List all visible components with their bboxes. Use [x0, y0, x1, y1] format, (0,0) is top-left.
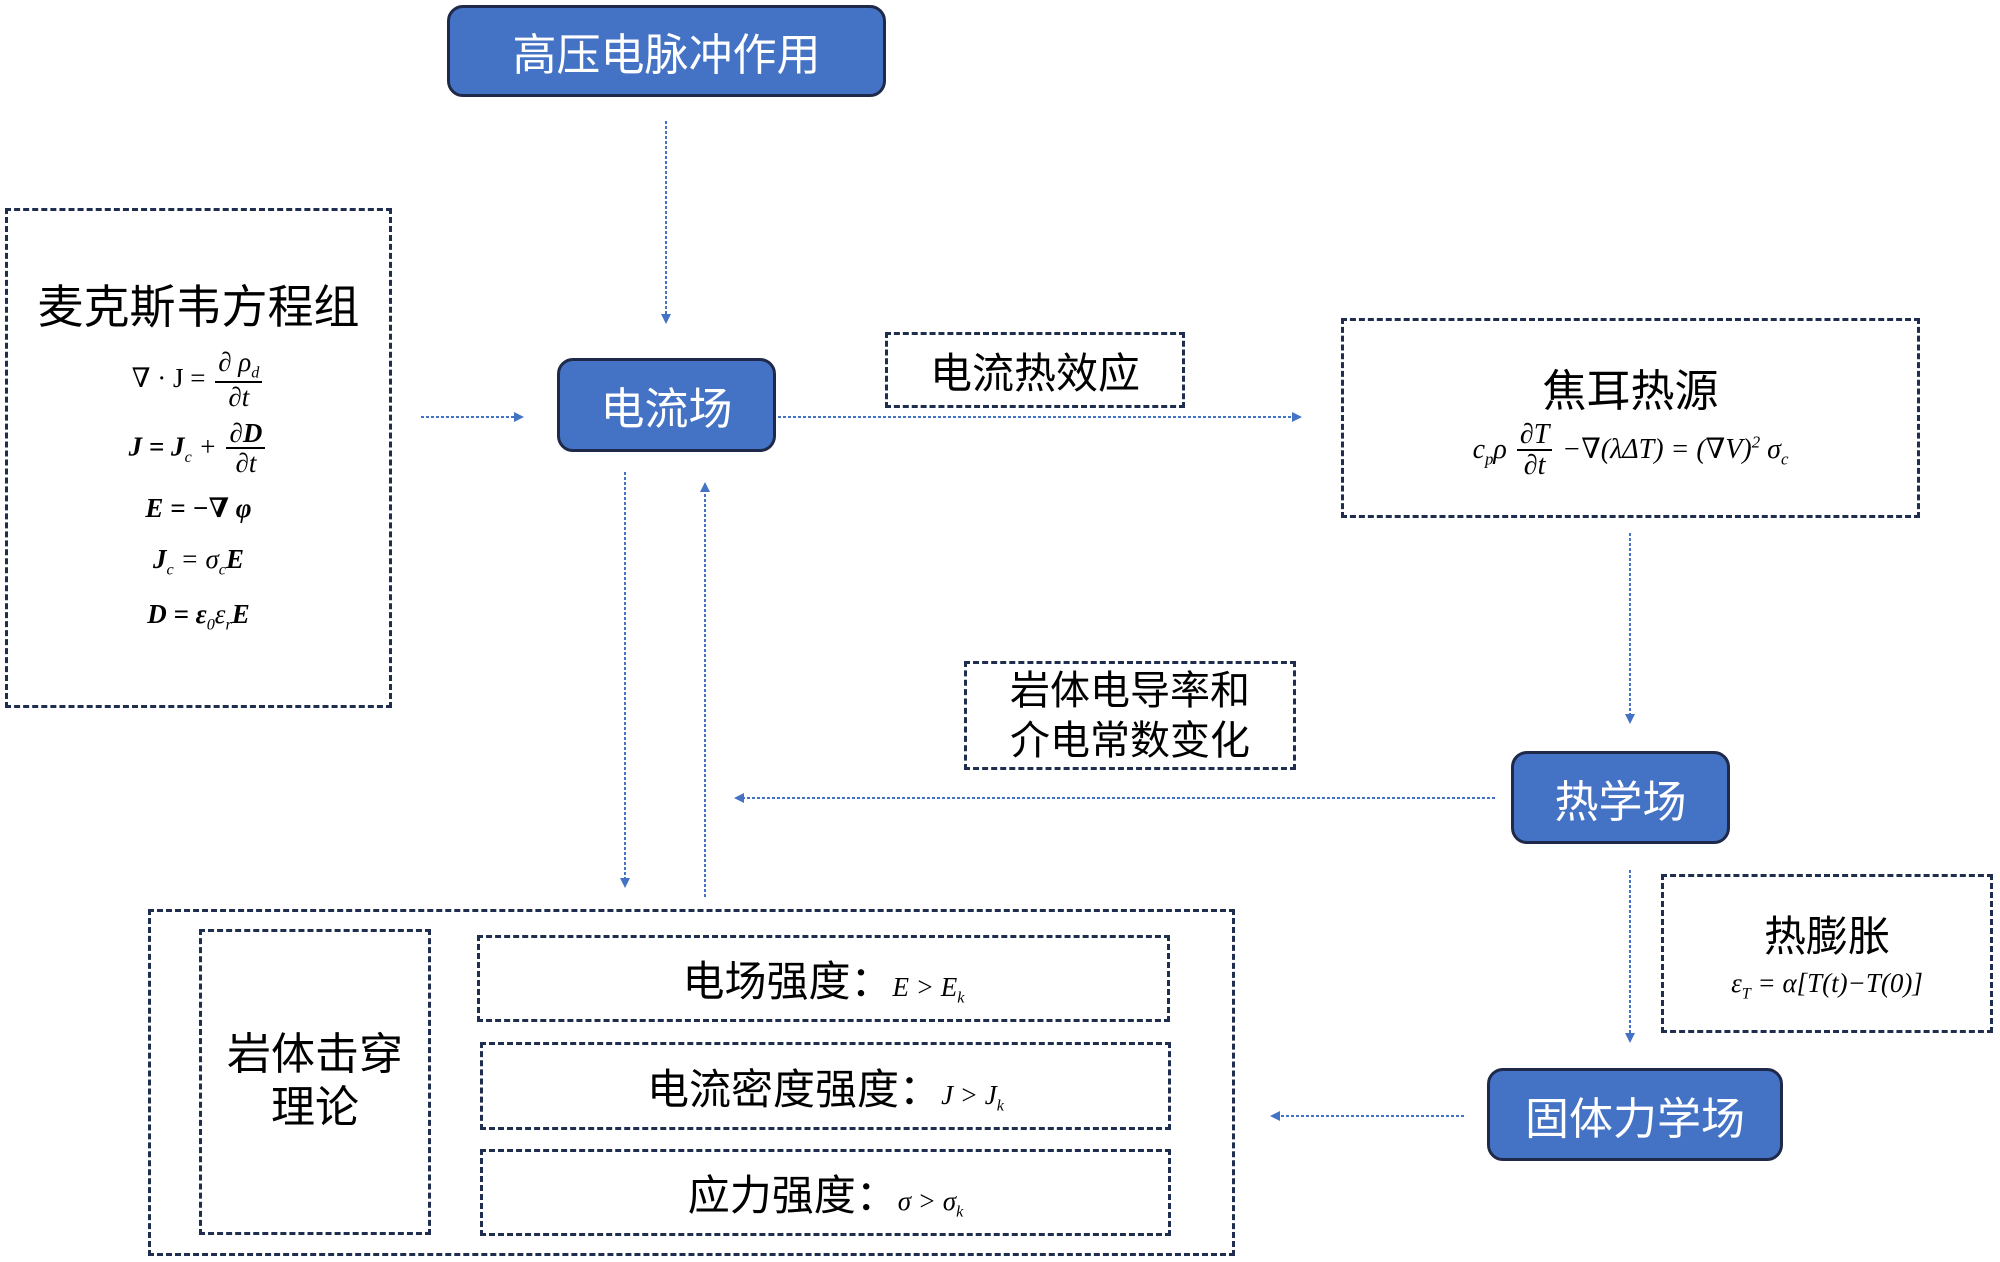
criterion-stress-expr: σ > σk	[897, 1186, 964, 1221]
maxwell-eq-current-density: J = Jc + ∂D∂t	[129, 420, 269, 479]
joule-heat-source-box: 焦耳热源 cpρ ∂T∂t −∇(λΔT) = (∇V)2 σc	[1341, 318, 1920, 518]
conductivity-change-line2: 介电常数变化	[1010, 717, 1250, 764]
criterion-electric-field-label: 电场强度：	[682, 957, 893, 1006]
criterion-current-density-label: 电流密度强度：	[647, 1064, 942, 1114]
maxwell-title: 麦克斯韦方程组	[37, 280, 360, 335]
node-thermal-field[interactable]: 热学场	[1511, 751, 1730, 844]
node-high-voltage-pulse[interactable]: 高压电脉冲作用	[447, 5, 886, 97]
rock-breakdown-theory-title-box: 岩体击穿 理论	[199, 929, 431, 1235]
maxwell-eq-displacement: D = ε0εrE	[147, 599, 250, 634]
joule-effect-label-box: 电流热效应	[885, 332, 1185, 408]
node-high-voltage-pulse-label: 高压电脉冲作用	[512, 30, 821, 81]
criterion-current-density-expr: J > Jk	[941, 1079, 1004, 1114]
conductivity-change-line1: 岩体电导率和	[1010, 667, 1250, 714]
rock-breakdown-title-line1: 岩体击穿	[227, 1029, 403, 1081]
node-solid-mechanics-field[interactable]: 固体力学场	[1487, 1068, 1783, 1161]
maxwell-equations-box: 麦克斯韦方程组 ∇ · J = ∂ ρd∂t J = Jc + ∂D∂t E =…	[5, 208, 392, 708]
joule-heat-source-title: 焦耳热源	[1542, 365, 1719, 417]
criterion-stress-label: 应力强度：	[687, 1171, 898, 1220]
criterion-electric-field: 电场强度：E > Ek	[477, 935, 1170, 1022]
joule-heat-equation: cpρ ∂T∂t −∇(λΔT) = (∇V)2 σc	[1472, 418, 1789, 481]
node-solid-mechanics-field-label: 固体力学场	[1525, 1093, 1745, 1145]
node-thermal-field-label: 热学场	[1554, 776, 1687, 828]
thermal-expansion-box: 热膨胀 εT = α[T(t)−T(0)]	[1661, 874, 1993, 1033]
joule-effect-label: 电流热效应	[929, 348, 1140, 398]
criterion-stress: 应力强度：σ > σk	[480, 1149, 1171, 1236]
node-current-field[interactable]: 电流场	[557, 358, 776, 452]
thermal-expansion-equation: εT = α[T(t)−T(0)]	[1731, 968, 1923, 1003]
thermal-expansion-title: 热膨胀	[1763, 912, 1890, 962]
maxwell-eq-divergence: ∇ · J = ∂ ρd∂t	[132, 349, 266, 412]
conductivity-change-label-box: 岩体电导率和 介电常数变化	[964, 661, 1296, 770]
maxwell-eq-ohm: Jc = σcE	[153, 544, 244, 579]
rock-breakdown-title-line2: 理论	[271, 1082, 359, 1133]
maxwell-eq-potential: E = −∇ φ	[145, 493, 252, 524]
criterion-electric-field-expr: E > Ek	[892, 972, 965, 1007]
node-current-field-label: 电流场	[600, 384, 733, 435]
rock-breakdown-theory-group	[148, 909, 1235, 1256]
criterion-current-density: 电流密度强度：J > Jk	[480, 1042, 1171, 1130]
